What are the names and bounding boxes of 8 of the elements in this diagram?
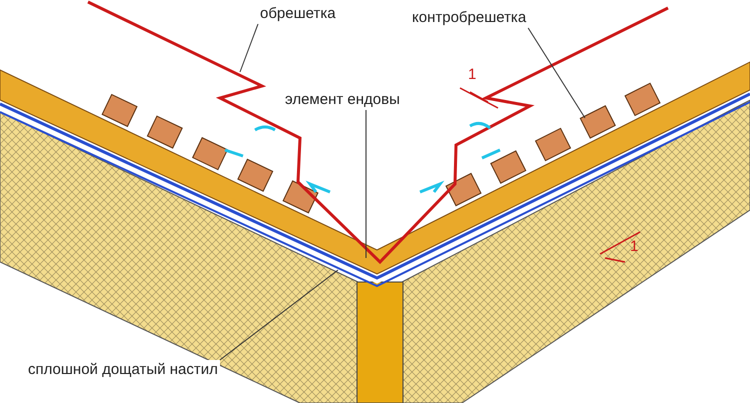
- callout-label: контробрешетка: [410, 8, 528, 28]
- leader-line: [528, 28, 586, 118]
- section-mark: 1: [468, 66, 476, 84]
- callout-label: обрешетка: [258, 4, 338, 24]
- callout-label: сплошной дощатый настил: [26, 360, 220, 380]
- leader-line: [219, 270, 338, 360]
- leader-line: [240, 24, 258, 72]
- section-mark: 1: [630, 238, 638, 256]
